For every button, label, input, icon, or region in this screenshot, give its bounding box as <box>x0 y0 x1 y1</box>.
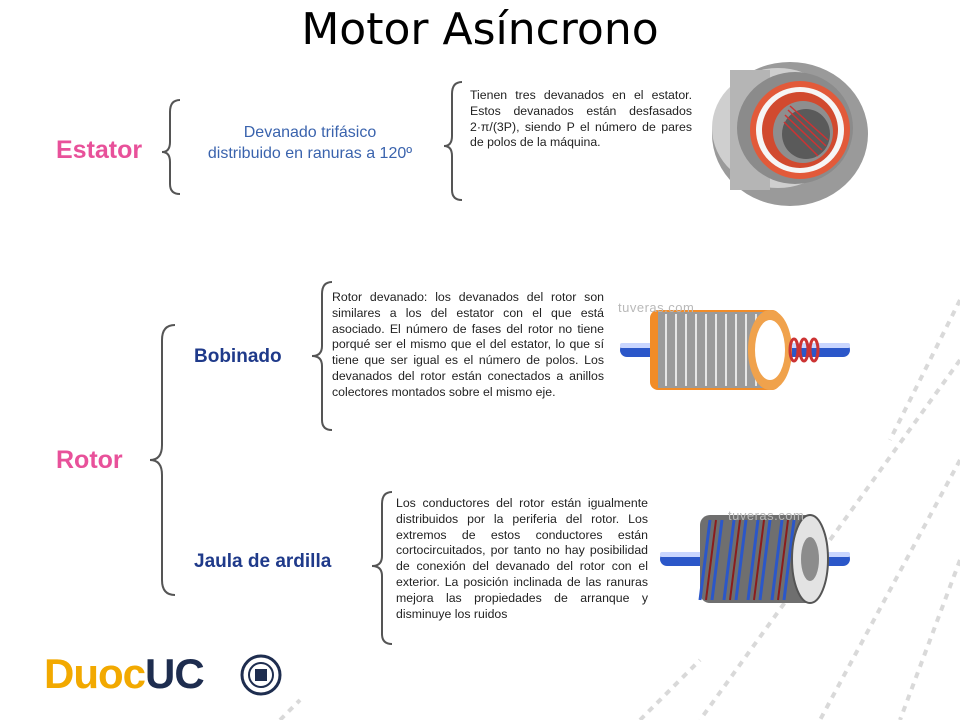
estator-brace <box>161 99 181 195</box>
university-seal-icon <box>240 654 282 696</box>
estator-summary-line1: Devanado trifásico <box>243 124 377 141</box>
jaula-description: Los conductores del rotor están igualmen… <box>396 496 648 621</box>
jaula-watermark: tuveras.com <box>728 508 805 523</box>
estator-desc-brace <box>443 81 463 201</box>
bobinado-watermark: tuveras.com <box>618 300 695 315</box>
stator-illustration <box>712 62 868 206</box>
jaula-label: Jaula de ardilla <box>194 551 332 572</box>
slide-title: Motor Asíncrono <box>301 4 659 55</box>
bobinado-label: Bobinado <box>194 346 282 367</box>
logo-text-uc: UC <box>145 650 205 697</box>
duoc-uc-logo: DuocUC <box>44 650 205 698</box>
squirrel-cage-illustration <box>660 514 850 604</box>
estator-summary-line2: distribuido en ranuras a 120º <box>207 145 413 162</box>
estator-label: Estator <box>56 136 143 164</box>
logo-text-duoc: Duoc <box>44 650 146 697</box>
dashed-decoration <box>278 299 960 720</box>
wound-rotor-illustration <box>620 310 850 390</box>
estator-description: Tienen tres devanados en el estator. Est… <box>470 88 692 150</box>
rotor-brace <box>149 324 176 596</box>
bobinado-description: Rotor devanado: los devanados del rotor … <box>332 290 604 399</box>
jaula-desc-brace <box>371 491 393 645</box>
bobinado-desc-brace <box>311 281 333 431</box>
rotor-label: Rotor <box>56 446 123 474</box>
estator-summary: Devanado trifásico distribuido en ranura… <box>180 122 440 164</box>
